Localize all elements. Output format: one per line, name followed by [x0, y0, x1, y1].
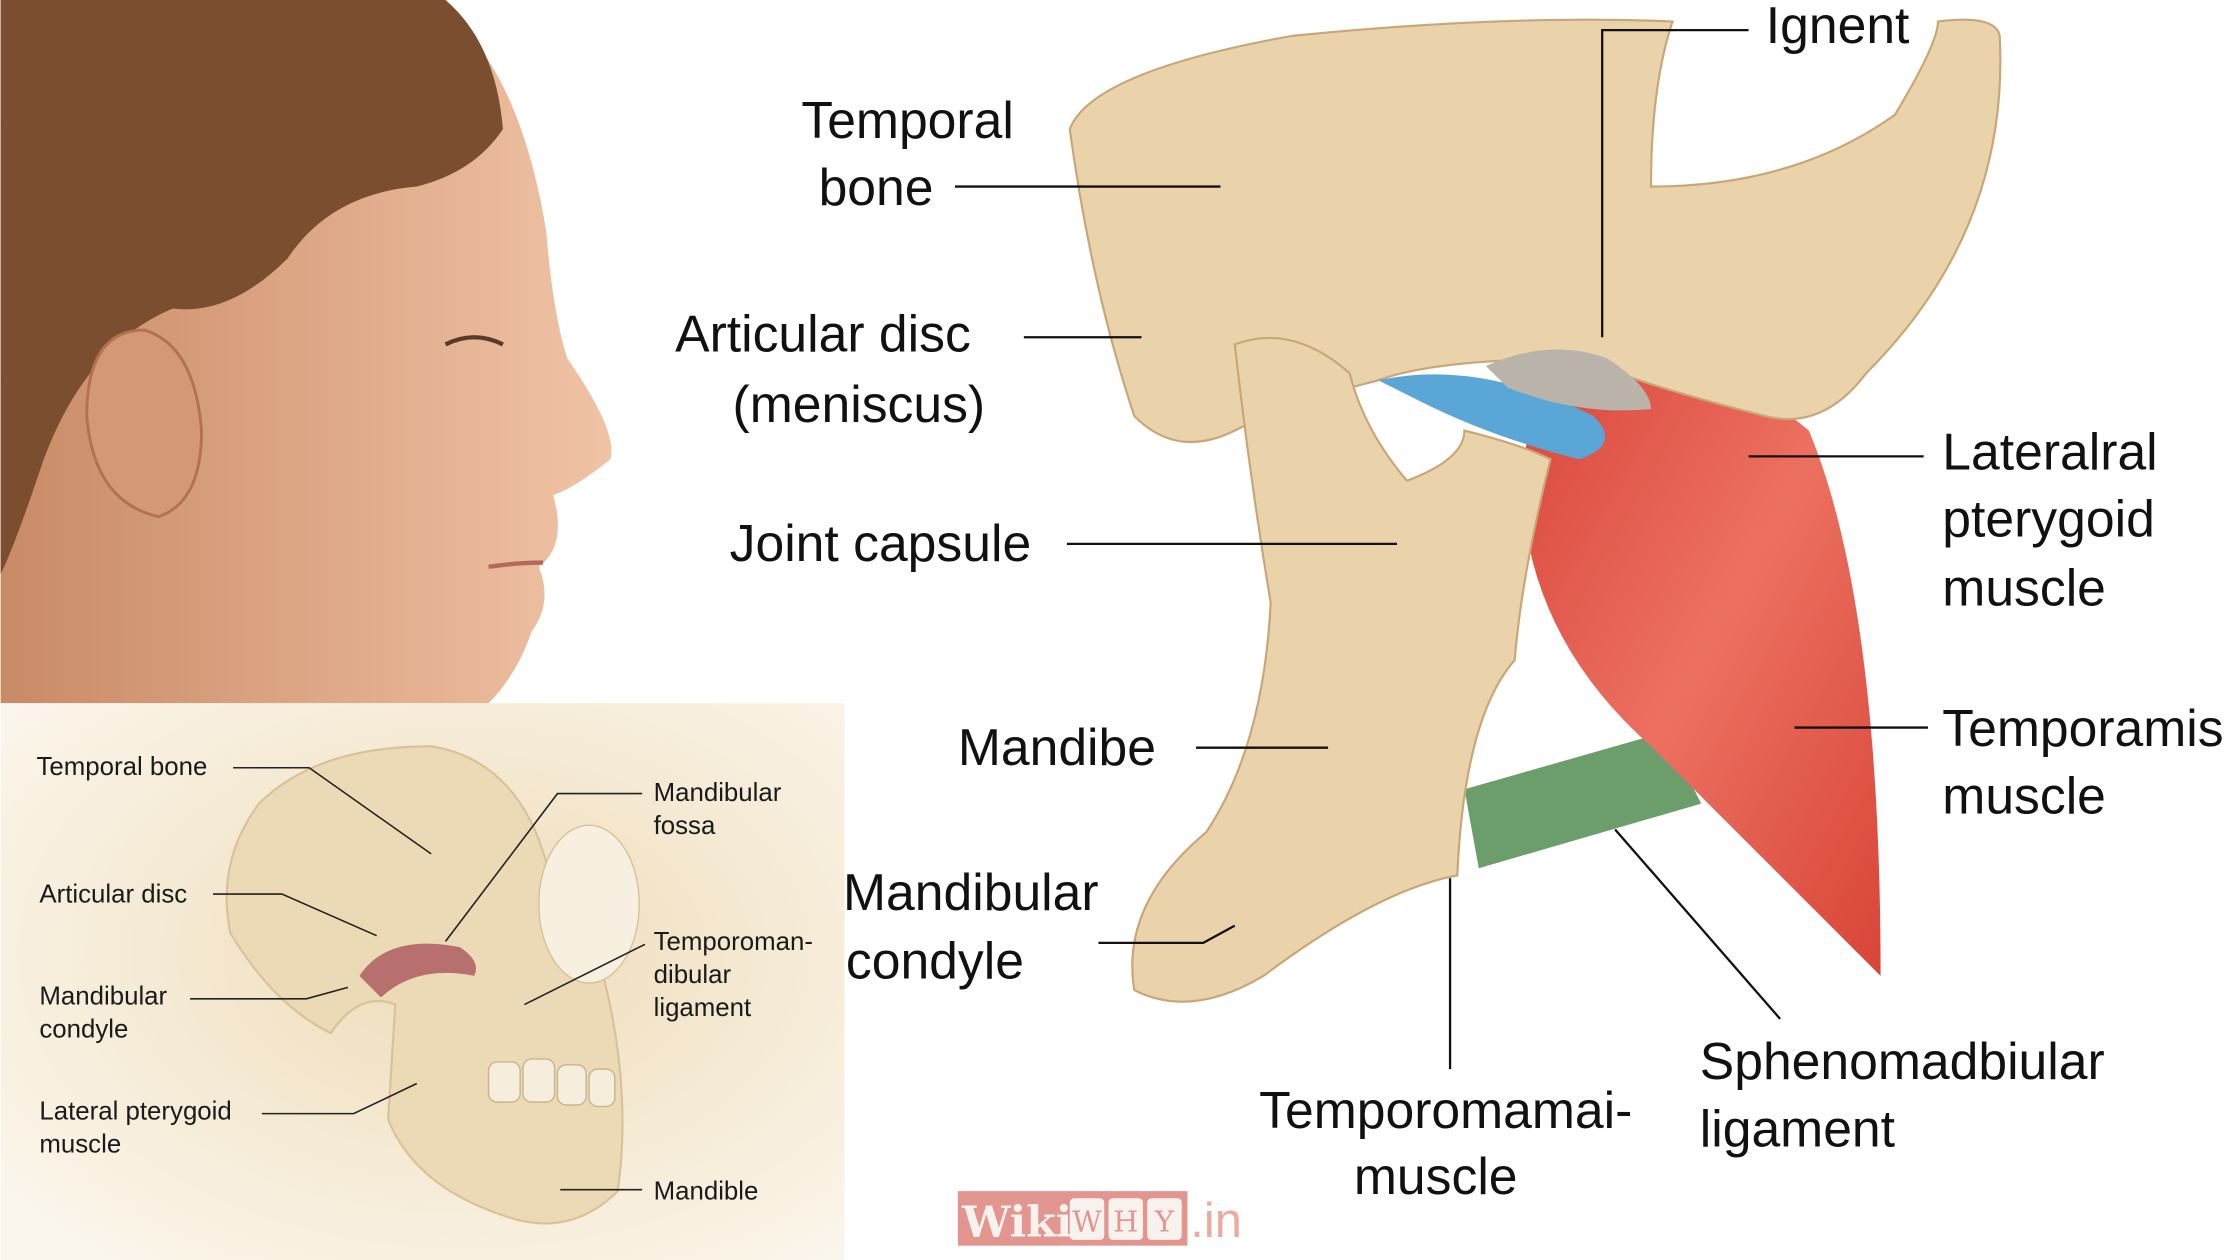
- watermark-wiki: Wiki: [961, 1198, 1072, 1248]
- inset-label-lateral-pterygoid: Lateral pterygoid: [39, 1097, 231, 1125]
- inset-label-temporal-bone: Temporal bone: [37, 753, 208, 781]
- label-mandible: Mandibe: [958, 718, 1156, 776]
- inset-skull-diagram: [0, 703, 845, 1260]
- face-portrait: [0, 0, 618, 704]
- mandible-shape: [1131, 336, 1552, 1003]
- inset-label-mandibular-fossa: Mandibular: [654, 779, 782, 807]
- label-articular-disc: Articular disc: [675, 305, 971, 363]
- inset-label-tm-ligament-line2: dibular: [654, 961, 732, 989]
- inset-articular-disc: [359, 943, 477, 998]
- label-temporalis-line2: muscle: [1942, 767, 2106, 825]
- main-labels: Temporal bone Articular disc (meniscus) …: [675, 0, 2223, 1205]
- label-lateral-pterygoid-line3: muscle: [1942, 559, 2106, 617]
- inset-label-temporomandibular-ligament: Temporoman-: [654, 928, 813, 956]
- label-temporal-bone-line2: bone: [819, 158, 934, 216]
- inset-label-mandibular-fossa-line2: fossa: [654, 812, 716, 840]
- inset-labels: Temporal bone Articular disc Mandibular …: [37, 753, 813, 1206]
- label-temporomandibular-muscle: Temporomamai-: [1259, 1081, 1632, 1139]
- main-tmj-diagram: [1068, 18, 2002, 1003]
- label-mandibular-condyle-line2: condyle: [846, 932, 1024, 990]
- inset-label-articular-disc: Articular disc: [39, 881, 187, 909]
- watermark-letter-w: W: [1072, 1204, 1102, 1238]
- label-articular-disc-line2: (meniscus): [733, 375, 986, 433]
- articular-disc-shape: [1378, 374, 1606, 460]
- label-lateral-pterygoid-line2: pterygoid: [1942, 490, 2155, 548]
- label-sphenomandibular-line2: ligament: [1700, 1100, 1895, 1158]
- label-ligament: Ignent: [1766, 0, 1910, 54]
- inset-label-mandibular-condyle-line2: condyle: [39, 1016, 128, 1044]
- wikiwhy-watermark: Wiki W H Y .in: [957, 1191, 1242, 1248]
- watermark-suffix: .in: [1190, 1194, 1242, 1248]
- inset-label-mandibular-condyle: Mandibular: [39, 983, 167, 1011]
- label-sphenomandibular-ligament: Sphenomadbiular: [1700, 1032, 2105, 1090]
- label-temporomandibular-muscle-line2: muscle: [1354, 1147, 1518, 1205]
- inset-label-lateral-pterygoid-line2: muscle: [39, 1130, 121, 1158]
- label-mandibular-condyle: Mandibular: [843, 863, 1099, 921]
- lateral-pterygoid-muscle-shape: [1521, 330, 1881, 976]
- watermark-letter-y: Y: [1154, 1204, 1175, 1238]
- inset-label-mandible: Mandible: [654, 1178, 759, 1206]
- inset-label-tm-ligament-line3: ligament: [654, 994, 752, 1022]
- sphenomandibular-ligament-shape: [1464, 731, 1702, 869]
- watermark-letter-h: H: [1113, 1204, 1138, 1238]
- label-temporal-bone: Temporal: [801, 91, 1013, 149]
- label-temporalis: Temporamis: [1942, 699, 2223, 757]
- label-lateral-pterygoid: Lateralral: [1942, 422, 2157, 480]
- label-joint-capsule: Joint capsule: [730, 514, 1032, 572]
